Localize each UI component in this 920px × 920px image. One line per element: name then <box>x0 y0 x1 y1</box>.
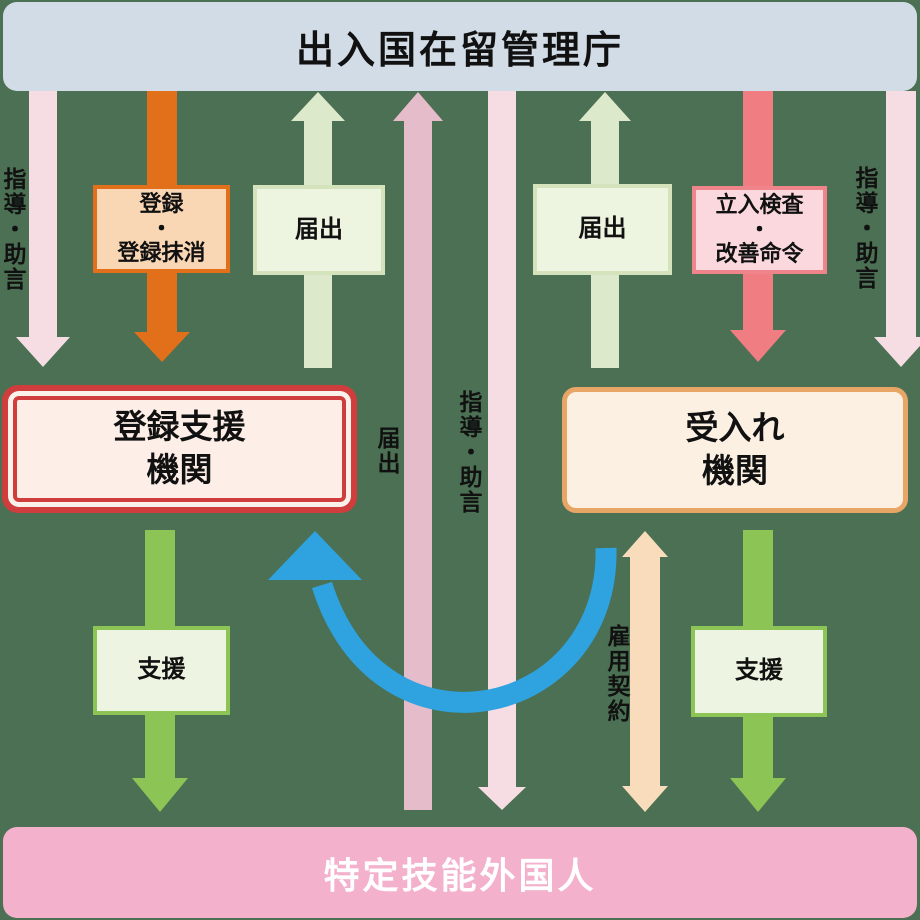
support-left-label-box: 支援 <box>93 626 230 715</box>
org-right-line2: 機関 <box>702 452 768 489</box>
support-right-label-box: 支援 <box>691 626 827 717</box>
registration-label-line1: 登録 <box>139 191 184 217</box>
notification-left-label: 届出 <box>295 215 343 243</box>
org-left-line2: 機関 <box>146 451 213 488</box>
notification-center-vertical-label: 届出 <box>374 426 400 476</box>
guidance-left-arrow <box>16 91 70 367</box>
notification-right-label: 届出 <box>578 215 627 243</box>
consignment-curve-arrowhead <box>268 531 362 580</box>
registration-label-line2: 登録抹消 <box>117 240 206 266</box>
employment-contract-arrow <box>622 531 668 812</box>
notification-right-label-box: 届出 <box>533 184 672 275</box>
org-right-line1: 受入れ <box>685 409 785 447</box>
immigration-agency-label: 出入国在留管理庁 <box>295 30 624 72</box>
inspection-label-dot: ・ <box>748 216 771 242</box>
registered-support-organization-box: 登録支援 機関 <box>13 396 346 502</box>
registration-label-box: 登録 ・ 登録抹消 <box>93 185 230 273</box>
accepting-organization-box: 受入れ 機関 <box>562 387 908 513</box>
specified-skilled-worker-label: 特定技能外国人 <box>323 854 597 896</box>
guidance-left-vertical-label: 指導・助言 <box>0 167 26 292</box>
immigration-agency-bar: 出入国在留管理庁 <box>3 2 917 91</box>
guidance-center-arrow <box>478 91 526 810</box>
org-left-line1: 登録支援 <box>113 408 246 446</box>
notify-center-arrow <box>393 92 443 810</box>
employment-contract-vertical-label: 雇用契約 <box>604 624 630 724</box>
guidance-center-vertical-label: 指導・助言 <box>456 390 482 515</box>
specified-skilled-worker-bar: 特定技能外国人 <box>3 827 917 918</box>
guidance-right-arrow <box>874 91 920 367</box>
guidance-right-vertical-label: 指導・助言 <box>852 166 878 291</box>
inspection-label-line1: 立入検査 <box>715 192 804 218</box>
notification-left-label-box: 届出 <box>253 185 385 275</box>
inspection-label-box: 立入検査 ・ 改善命令 <box>692 186 827 274</box>
support-left-label: 支援 <box>137 656 186 684</box>
inspection-label-line2: 改善命令 <box>715 241 804 267</box>
support-right-label: 支援 <box>735 657 783 685</box>
registration-label-dot: ・ <box>150 215 173 241</box>
consignment-curve <box>311 547 617 713</box>
